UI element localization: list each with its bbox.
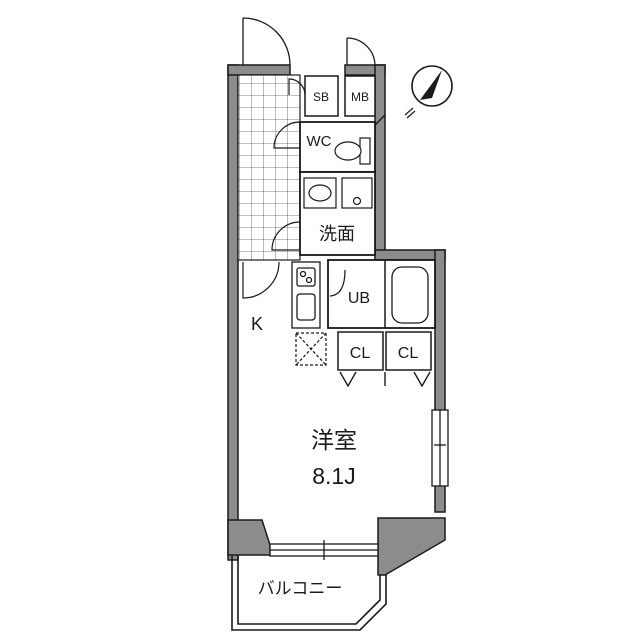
closet-label: CL [398,345,419,362]
western-room-size: 8.1J [312,463,355,489]
closets [337,331,432,371]
ub-label: UB [348,290,370,307]
entrance-door[interactable] [242,17,291,66]
wc-label: WC [307,133,332,150]
wash-basin-icon [303,177,337,209]
kitchen-door[interactable] [242,261,280,299]
ub-door[interactable] [329,269,346,297]
balcony [231,556,387,631]
kitchen-counter [291,261,321,329]
closet-label: CL [350,345,371,362]
sb-label: SB [313,90,329,104]
mb-door[interactable] [346,37,376,66]
western-room-label: 洋室 [311,427,357,453]
washroom-label: 洗面 [319,224,355,244]
toilet-icon [334,137,371,165]
bathtub-icon [391,266,429,324]
refrigerator-space [295,332,327,366]
exterior-walls [227,64,446,576]
right-window [431,409,449,487]
entrance-tile-floor [237,74,301,261]
closet-door-marks[interactable] [339,371,431,388]
north-arrow-icon [404,65,453,119]
washing-machine-icon [341,177,373,209]
sb-box [304,75,339,117]
kitchen-label: K [251,314,263,334]
mb-box [344,75,376,117]
balcony-label: バルコニー [258,579,343,598]
balcony-door[interactable] [269,540,379,560]
sb-door[interactable] [288,78,306,96]
mb-label: MB [351,90,369,104]
washroom-door[interactable] [271,221,301,251]
wc-door[interactable] [273,121,301,149]
